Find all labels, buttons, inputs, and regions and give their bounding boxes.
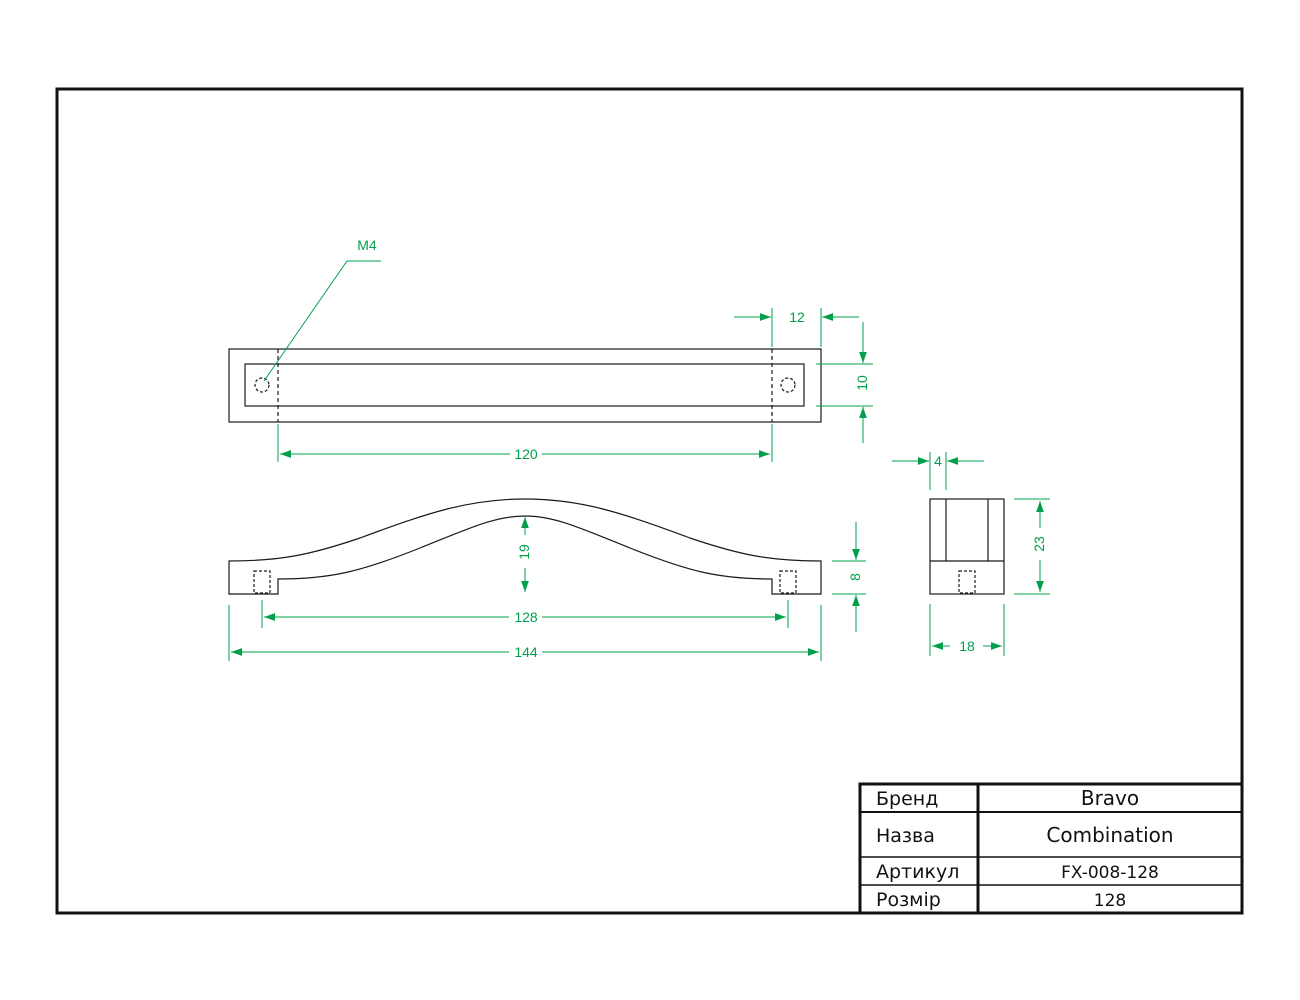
side-view-outline <box>929 498 1005 595</box>
brand-label: Бренд <box>876 788 938 810</box>
side-thread-hidden <box>958 570 976 594</box>
name-value: Combination <box>1046 823 1173 847</box>
overall-length-dimension <box>228 605 822 661</box>
left-screw-hole <box>254 377 270 393</box>
front-view <box>228 498 822 595</box>
side-inset-dimension <box>892 452 984 490</box>
end-width-label: 12 <box>789 309 805 325</box>
top-view-inner-outline <box>244 363 805 407</box>
arch-height-label: 19 <box>516 544 532 560</box>
size-value: 128 <box>1094 891 1126 911</box>
top-height-label: 10 <box>854 375 870 391</box>
end-width-dimension <box>734 308 859 347</box>
hole-spacing-label: 120 <box>514 446 538 462</box>
foot-height-dimension <box>832 522 866 632</box>
mounting-length-dimension <box>261 600 789 628</box>
top-view <box>228 348 822 423</box>
side-view <box>929 498 1005 595</box>
top-view-outer-outline <box>228 348 822 423</box>
top-height-dimension <box>816 322 873 443</box>
foot-height-label: 8 <box>847 573 863 581</box>
mounting-length-label: 128 <box>514 609 538 625</box>
right-thread-hidden <box>779 570 797 594</box>
right-screw-hole <box>780 377 796 393</box>
thread-leader <box>263 260 381 382</box>
side-height-dimension <box>1014 498 1050 595</box>
left-thread-hidden <box>253 570 271 594</box>
side-depth-label: 18 <box>959 638 975 654</box>
drawing-frame <box>55 87 1244 915</box>
side-height-label: 23 <box>1031 536 1047 552</box>
side-inset-label: 4 <box>934 453 942 469</box>
size-label: Розмір <box>876 889 941 911</box>
overall-length-label: 144 <box>514 644 538 660</box>
front-view-handle-profile <box>228 498 822 595</box>
title-block <box>858 782 1244 915</box>
side-depth-dimension <box>929 604 1005 656</box>
hole-spacing-dimension <box>277 424 773 462</box>
article-label: Артикул <box>876 861 959 883</box>
brand-value: Bravo <box>1081 786 1139 810</box>
name-label: Назва <box>876 825 935 847</box>
thread-label: M4 <box>357 237 377 253</box>
article-value: FX-008-128 <box>1061 863 1159 883</box>
